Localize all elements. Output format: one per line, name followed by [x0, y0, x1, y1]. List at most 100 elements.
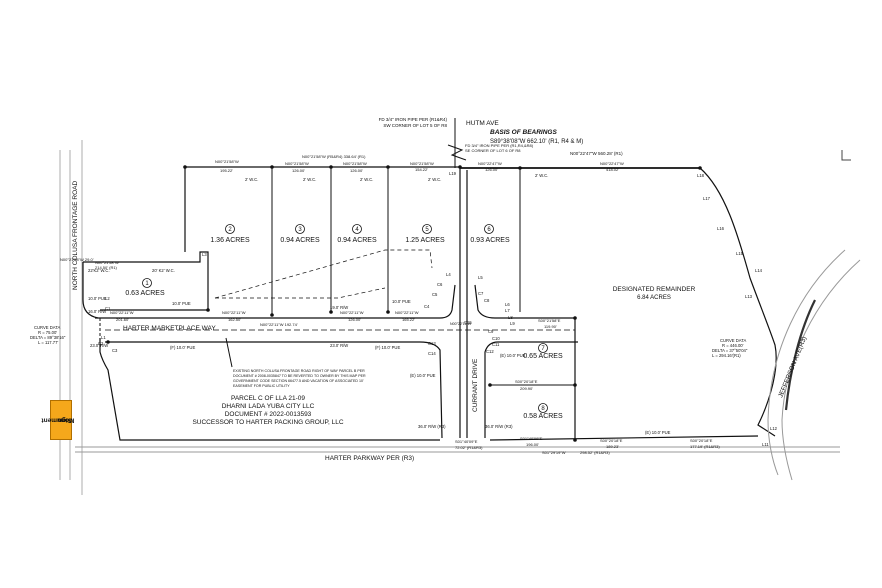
tag-l11: L11: [762, 442, 769, 447]
lot-labels: 1 0.63 ACRES 2 1.36 ACRES 3 0.94 ACRES 4…: [125, 227, 563, 420]
tag-l5: L5: [478, 275, 483, 280]
rw-23b-label: 23.0' R/W: [330, 343, 348, 348]
mid-distance-4: 126.00': [348, 317, 361, 322]
top-bearing-3: N00°21'58"W: [285, 161, 309, 166]
pue-label-3: 10.0' PUE: [392, 299, 411, 304]
note-line-1: EXISTING NORTH COLUSA FRONTAGE ROAD RIGH…: [233, 369, 365, 373]
lot-number-circles: [142, 224, 548, 413]
lot-6-acres: 0.93 ACRES: [470, 237, 510, 244]
lot-7-acres: 0.65 ACRES: [523, 353, 563, 360]
top-distance-3: 126.00': [292, 168, 305, 173]
reversion-note: EXISTING NORTH COLUSA FRONTAGE ROAD RIGH…: [233, 369, 366, 388]
tag-c11: C11: [492, 342, 500, 347]
lower-bearing-3: S01°40'09"E: [520, 436, 543, 441]
tag-c1: C1: [105, 306, 111, 311]
lot-6-number: 6: [487, 227, 491, 233]
wc-label-2: 2' W.C.: [303, 177, 316, 182]
tag-c12: C12: [486, 349, 494, 354]
tag-l1: L1: [101, 335, 106, 340]
monument-sign: Monument Sign: [41, 400, 74, 440]
tag-l14: L14: [755, 268, 763, 273]
lower-bearing-2: S01°29'19"W: [542, 450, 566, 455]
tag-c8: C8: [484, 298, 490, 303]
pue-label-2: 10.0' PUE: [172, 301, 191, 306]
lot7-bearing-2: S00°20'18"E: [515, 379, 538, 384]
curve-left-r: R = 75.00': [38, 330, 57, 335]
hutm-ave-label: HUTM AVE: [466, 120, 499, 127]
lot-4-number: 4: [355, 227, 359, 233]
lot-4-acres: 0.94 ACRES: [337, 237, 377, 244]
tag-l6: L6: [505, 302, 510, 307]
tag-c14: C14: [428, 351, 436, 356]
tag-c7: C7: [478, 291, 484, 296]
basis-line: S89°38'08"W 662.10' (R1, R4 & M): [490, 139, 583, 145]
mid-distance-1: 201.60': [116, 317, 129, 322]
easement-labels: 2' W.C. 2' W.C. 2' W.C. 2' W.C. 2' W.C. …: [88, 173, 671, 435]
curve-left-l: L = 117.77': [38, 340, 58, 345]
parcel-line-3: DOCUMENT # 2022-0013593: [225, 411, 312, 418]
lower-distance-5: 177.19' (R1&R3): [690, 444, 720, 449]
pue-f-label: (F) 10.0' PUE: [170, 345, 195, 350]
tag-l13: L13: [745, 294, 753, 299]
linework: [59, 118, 861, 495]
mid-distance-5: 165.22': [402, 317, 415, 322]
tag-l12: L12: [770, 426, 778, 431]
iron-pipe-top-2: SW CORNER OF LOT 5 OF R8: [383, 123, 447, 128]
lot7-distance: 119.90': [544, 324, 557, 329]
parcel-line-4: SUCCESSOR TO HARTER PACKING GROUP, LLC: [192, 419, 343, 426]
tag-c4: C4: [424, 304, 430, 309]
tag-c5: C5: [432, 292, 438, 297]
iron-pipe-lower-1: FD 3/4" IRON PIPE PER (R1,R4,&R8): [465, 143, 534, 148]
curve-left-title: CURVE DATA: [34, 325, 60, 330]
lot1-bearing: N00°21'58"W 29.0': [60, 257, 94, 262]
parcel-line-1: PARCEL C OF LLA 21-09: [231, 395, 305, 402]
lower-distance-1: 72.02' (R1&R3): [455, 445, 483, 450]
lot-2-number: 2: [228, 227, 232, 233]
lot-2-acres: 1.36 ACRES: [210, 237, 250, 244]
road-names: NORTH COLUSA FRONTAGE ROAD HARTER MARKET…: [72, 120, 808, 462]
top-bearing-5: N00°21'58"W: [410, 161, 434, 166]
lot1-bearing-2: N00°21'58"W: [95, 260, 119, 265]
lower-bearing-4: S00°20'18"E: [600, 438, 623, 443]
basis-of-bearings: BASIS OF BEARINGS S89°38'08"W 662.10' (R…: [379, 117, 584, 153]
lot-1-number: 1: [145, 281, 149, 287]
curve-right-l: L = 294.16'(R1): [712, 353, 741, 358]
curve-line-tags: C1 C2 C3 C4 C5 C6 C7 C8 C9 C10 C11 C12 C…: [98, 171, 778, 447]
tag-l3: L3: [202, 252, 207, 257]
mid-bearing-3: N00°22'11"W 192.74': [260, 322, 298, 327]
lot-5-acres: 1.25 ACRES: [405, 237, 445, 244]
wc-label-3: 2' W.C.: [360, 177, 373, 182]
pue-e-label-2: (E) 10.0' PUE: [410, 373, 436, 378]
tag-l7: L7: [505, 308, 510, 313]
curve-right-r: R = 446.00': [722, 343, 744, 348]
lower-bearing-5: S00°20'18"E: [690, 438, 713, 443]
curve-right-title: CURVE DATA: [720, 338, 746, 343]
tag-l2: L2: [105, 296, 110, 301]
tag-l4: L4: [446, 272, 451, 277]
lot-7-number: 7: [541, 346, 545, 352]
tag-l15: L15: [736, 251, 744, 256]
lot-3-number: 3: [298, 227, 302, 233]
curve-data-left: CURVE DATA R = 75.00' DELTA = 89°38'16" …: [30, 325, 66, 345]
lower-distance-4: 189.23': [606, 444, 619, 449]
top-bearing-1: N00°21'58"W: [215, 159, 239, 164]
basis-title: BASIS OF BEARINGS: [490, 129, 557, 136]
remainder-label: DESIGNATED REMAINDER 6.84 ACRES: [613, 286, 696, 301]
mid-bearings: N00°21'58"W 29.0' N00°21'58"W 214.50' (R…: [60, 257, 720, 455]
pue-e-low-label: (E) 10.0' PUE: [645, 430, 671, 435]
iron-pipe-top-1: FD 3/4" IRON PIPE PER (R1&R4): [379, 117, 448, 122]
mid-bearing-1: N00°22'11"W: [110, 310, 134, 315]
remainder-acres: 6.84 ACRES: [637, 295, 671, 301]
top-bearings: N00°21'58"W 195.22' N00°21'58"W (R5&R4) …: [215, 151, 624, 173]
harter-marketplace-label: HARTER MARKETPLACE WAY: [123, 325, 216, 332]
tag-c2: C2: [98, 341, 104, 346]
parcel-line-2: DHARNI LADA YUBA CITY LLC: [222, 403, 315, 410]
mid-bearing-2: N00°22'11"W: [222, 310, 246, 315]
top-bearing-7: N00°22'47"W 560.28' (R1): [570, 151, 623, 156]
tag-l17: L17: [703, 196, 711, 201]
tag-c6: C6: [437, 282, 443, 287]
wc-label-1: 2' W.C.: [245, 177, 258, 182]
top-bearing-4: N00°21'58"W: [343, 161, 367, 166]
north-colusa-road-label: NORTH COLUSA FRONTAGE ROAD: [72, 181, 79, 290]
